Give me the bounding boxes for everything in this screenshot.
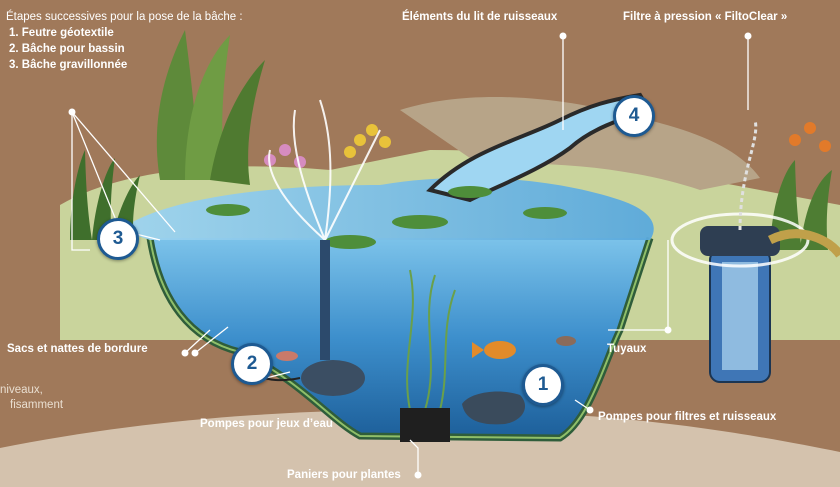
label-plant-baskets: Paniers pour plantes	[287, 469, 401, 481]
steps-title: Étapes successives pour la pose de la bâ…	[6, 11, 243, 23]
installation-steps: Étapes successives pour la pose de la bâ…	[6, 9, 243, 73]
pressure-filter	[670, 212, 810, 383]
fish	[276, 336, 576, 361]
submerged-plants	[406, 269, 456, 411]
side-note: niveaux, fisamment	[0, 383, 63, 413]
plant-basket	[400, 408, 450, 442]
filter-hose	[738, 119, 758, 231]
label-pipes: Tuyaux	[607, 343, 647, 355]
label-fountain-pumps: Pompes pour jeux d’eau	[200, 418, 333, 430]
side-note-line-2: fisamment	[10, 399, 64, 411]
fountain-spray	[268, 99, 381, 241]
fountain-pipe	[320, 240, 330, 360]
fountain-pump	[301, 360, 365, 396]
label-stream-bed: Éléments du lit de ruisseaux	[402, 11, 558, 23]
badge-3: 3	[97, 218, 139, 260]
badge-4: 4	[613, 95, 655, 137]
right-plants	[770, 160, 832, 250]
right-flowers	[789, 122, 831, 152]
badge-1: 1	[522, 364, 564, 406]
tall-grass-plant	[156, 30, 265, 185]
step-2: 2. Bâche pour bassin	[9, 43, 125, 55]
lily-pads	[206, 186, 567, 249]
rockery	[400, 96, 760, 190]
step-3: 3. Bâche gravillonnée	[9, 59, 128, 71]
return-pipe	[767, 229, 840, 258]
step-1: 1. Feutre géotextile	[9, 27, 114, 39]
side-note-line-1: niveaux,	[0, 384, 43, 396]
label-edging: Sacs et nattes de bordure	[7, 343, 148, 355]
flower-bed	[344, 124, 391, 158]
sand-layer	[0, 409, 840, 487]
water-surface	[120, 177, 654, 240]
badge-2: 2	[231, 343, 273, 385]
label-pressure-filter: Filtre à pression « FiltoClear »	[623, 11, 788, 23]
label-filter-pumps: Pompes pour filtres et ruisseaux	[598, 411, 777, 423]
filter-pump	[462, 391, 525, 425]
leader-dots	[68, 32, 752, 479]
